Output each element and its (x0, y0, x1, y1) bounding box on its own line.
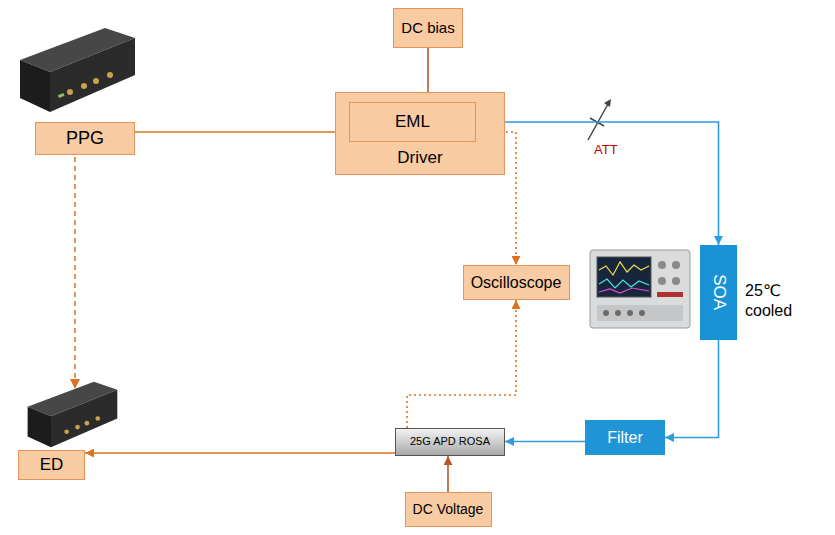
amplifier-box: SOA (700, 245, 737, 340)
signal-line (85, 452, 395, 454)
box-label: EML (395, 112, 430, 132)
monitor-line (407, 300, 516, 428)
optical-path (665, 340, 719, 438)
detector-box: ED (18, 450, 85, 480)
optical-path (476, 122, 719, 245)
note-label: 25℃ cooled (745, 281, 805, 321)
ppg-instrument (20, 28, 135, 112)
scope-box: Oscilloscope (463, 265, 570, 300)
ed-instrument (28, 382, 118, 448)
bias-line (447, 456, 449, 492)
generator-box: PPG (35, 122, 135, 155)
box-label: DC Voltage (413, 501, 484, 518)
receiver-box: 25G APD ROSA (395, 428, 505, 456)
oscilloscope-picture (590, 250, 690, 328)
box-label: SOA (708, 275, 728, 311)
box-label: ED (40, 455, 64, 475)
signal-line (135, 131, 349, 133)
box-label: Oscilloscope (471, 273, 562, 292)
laser-box: EML (349, 102, 476, 142)
box-label: Filter (607, 428, 643, 447)
box-label: DC bias (401, 19, 454, 37)
box-label: PPG (66, 128, 104, 150)
voltage-box: DC Voltage (405, 492, 492, 527)
attenuator-symbol (588, 99, 611, 140)
part-label: ATT (594, 142, 618, 158)
driver-box: Driver EML (335, 92, 505, 175)
box-label: Driver (397, 148, 442, 168)
filter-box: Filter (585, 420, 665, 455)
trigger-link (70, 157, 80, 389)
box-label: 25G APD ROSA (410, 435, 490, 448)
bias-box: DC bias (393, 8, 463, 48)
optical-path (505, 441, 585, 443)
